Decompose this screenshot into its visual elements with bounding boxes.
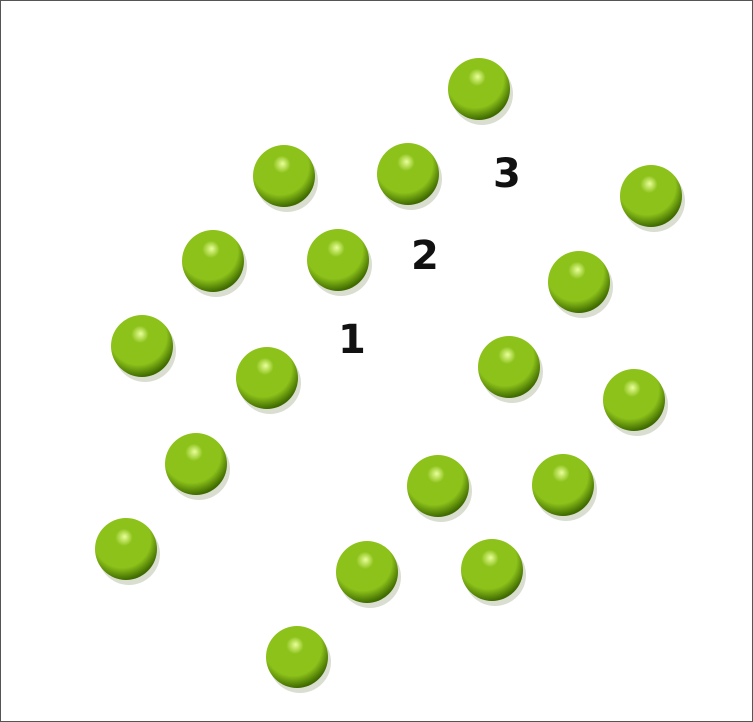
atom-ball: [407, 455, 469, 517]
atom-ball: [448, 58, 510, 120]
atom-sphere: [236, 347, 301, 414]
atom-sphere: [336, 541, 401, 608]
atom-ball: [620, 165, 682, 227]
atom-ball: [182, 230, 244, 292]
atom-sphere: [478, 336, 543, 403]
atom-ball: [111, 315, 173, 377]
atom-sphere: [95, 518, 160, 585]
atom-sphere: [548, 251, 613, 318]
atom-ball: [532, 454, 594, 516]
atom-sphere: [182, 230, 247, 297]
atom-sphere: [165, 433, 230, 500]
site-label-3: 3: [493, 151, 521, 197]
atom-sphere: [448, 58, 513, 125]
atoms-group: [95, 58, 685, 693]
atom-sphere: [377, 143, 442, 210]
atom-ball: [307, 229, 369, 291]
atom-ball: [478, 336, 540, 398]
atom-ball: [377, 143, 439, 205]
site-label-1: 1: [338, 317, 366, 363]
atom-sphere: [266, 626, 331, 693]
atom-ball: [266, 626, 328, 688]
atom-sphere: [253, 145, 318, 212]
atom-sphere: [461, 539, 526, 606]
atom-ball: [461, 539, 523, 601]
atom-sphere: [532, 454, 597, 521]
atom-ball: [253, 145, 315, 207]
atom-ball: [603, 369, 665, 431]
atom-ball: [236, 347, 298, 409]
atom-ball: [95, 518, 157, 580]
atom-ball: [336, 541, 398, 603]
atom-ball: [165, 433, 227, 495]
site-label-2: 2: [411, 233, 439, 279]
atom-ball: [548, 251, 610, 313]
atom-sphere: [111, 315, 176, 382]
atom-sphere: [407, 455, 472, 522]
atom-sphere: [307, 229, 372, 296]
atom-sphere: [620, 165, 685, 232]
atom-sphere: [603, 369, 668, 436]
